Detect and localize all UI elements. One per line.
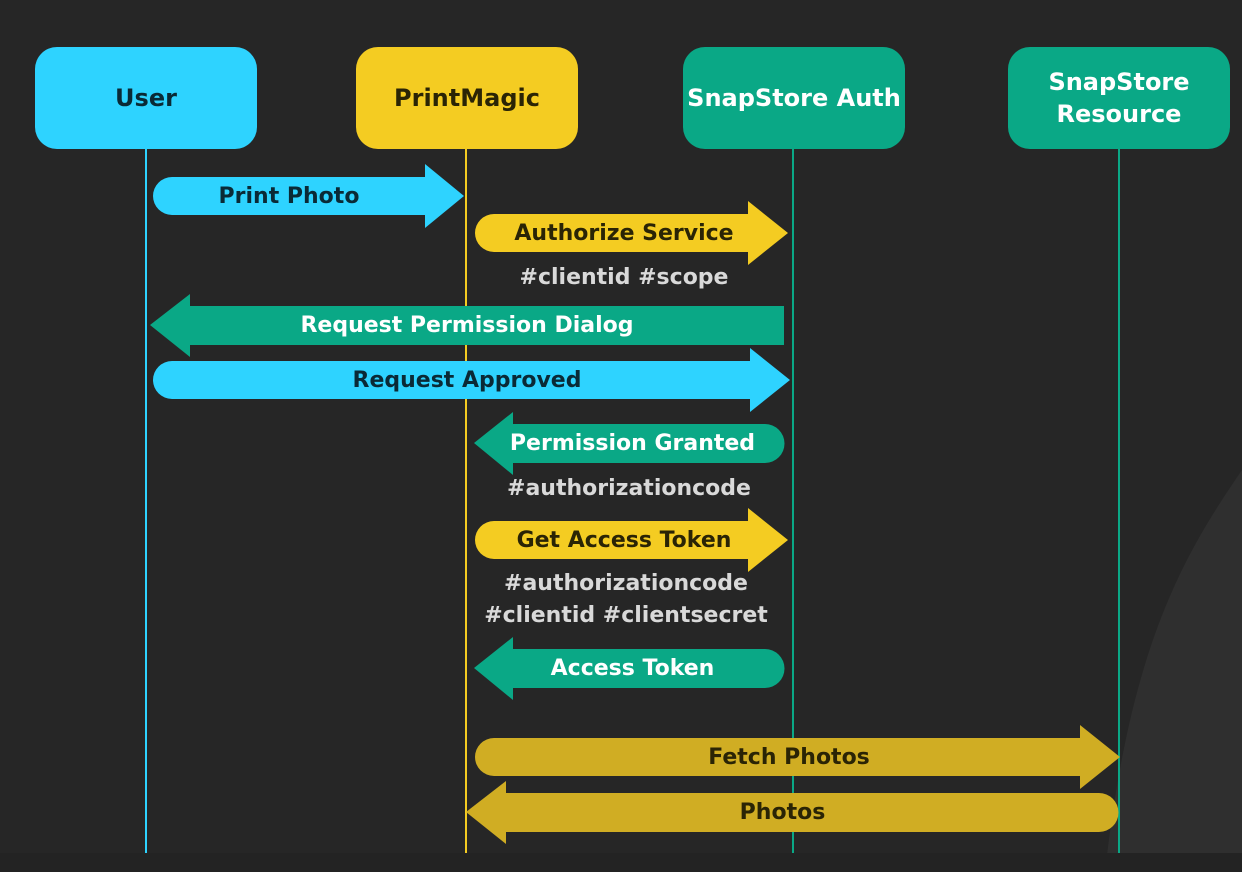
- print-photo-arrow: [153, 164, 464, 228]
- actor-printmagic: PrintMagic: [356, 47, 578, 149]
- print-photo-label: Print Photo: [218, 183, 360, 209]
- request-approved-label: Request Approved: [352, 367, 582, 393]
- authorize-service-label: Authorize Service: [514, 220, 734, 246]
- lifeline-snapstore-resource: [1118, 149, 1120, 853]
- actor-snapstore-resource-label: SnapStore Resource: [1048, 68, 1190, 128]
- lifeline-snapstore-auth: [792, 149, 794, 853]
- request-permission-dialog-label: Request Permission Dialog: [300, 313, 634, 338]
- fetch-photos-arrow: [475, 725, 1120, 789]
- request-permission-dialog-arrow: [150, 294, 784, 357]
- fetch-photos-label: Fetch Photos: [708, 744, 870, 770]
- actor-snapstore-auth: SnapStore Auth: [683, 47, 905, 149]
- photos-label: Photos: [739, 800, 826, 825]
- get-access-token-arrow: [475, 508, 788, 572]
- actor-snapstore-auth-label: SnapStore Auth: [687, 84, 901, 112]
- authorize-service-arrow: [475, 201, 788, 265]
- actor-printmagic-label: PrintMagic: [394, 84, 540, 112]
- auth-code-note: #authorizationcode: [507, 476, 751, 501]
- actor-user-label: User: [115, 84, 177, 112]
- get-access-token-label: Get Access Token: [516, 527, 732, 553]
- actor-user: User: [35, 47, 257, 149]
- access-token-label: Access Token: [550, 656, 715, 681]
- photos-arrow: [466, 781, 1119, 844]
- access-token-arrow: [474, 637, 785, 700]
- token-params-note: #authorizationcode #clientid #clientsecr…: [484, 571, 768, 628]
- authorize-params-note: #clientid #scope: [519, 265, 729, 290]
- lifeline-printmagic: [465, 149, 467, 853]
- permission-granted-arrow: [474, 412, 785, 475]
- permission-granted-label: Permission Granted: [509, 431, 756, 456]
- lifeline-user: [145, 149, 147, 853]
- actor-snapstore-resource: SnapStore Resource: [1008, 47, 1230, 149]
- request-approved-arrow: [153, 348, 790, 412]
